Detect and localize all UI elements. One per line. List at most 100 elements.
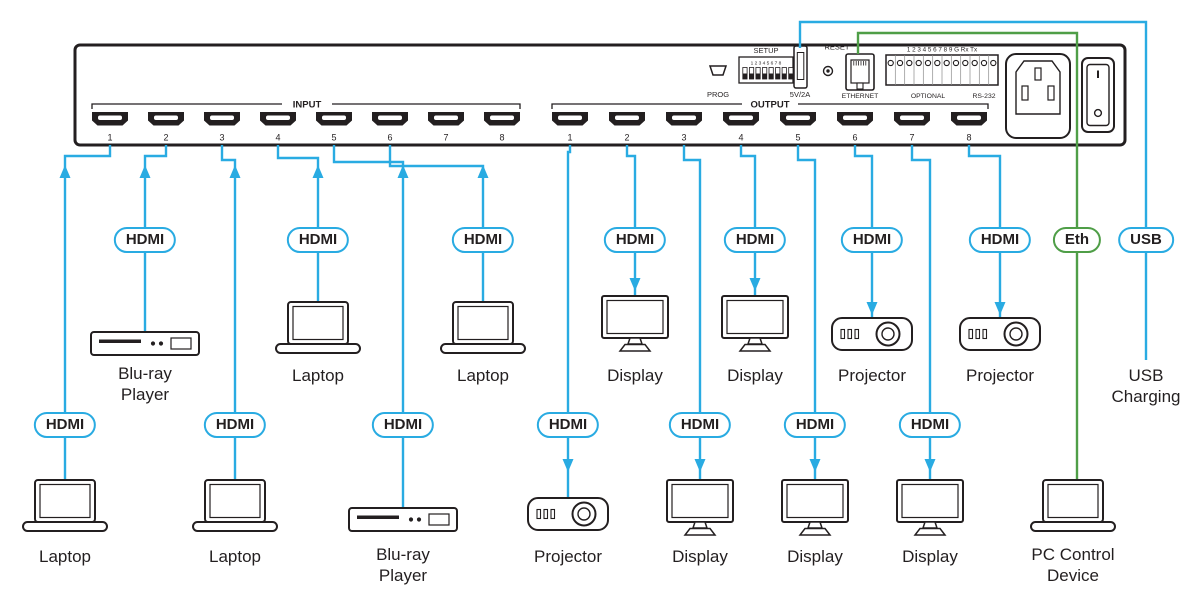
device-label: Projector (837, 366, 907, 385)
devices (22, 295, 1116, 536)
front-panel: INPUT OUTPUT 1 2 3 4 5 6 7 8 1 2 3 4 5 6… (73, 43, 1127, 147)
svg-text:3: 3 (219, 133, 224, 143)
output-port-4: 4 (723, 112, 759, 143)
hdmi-badge: HDMI (371, 412, 435, 438)
arrow-down-icon (749, 278, 761, 291)
svg-text:2: 2 (624, 133, 629, 143)
hdmi-badge: HDMI (668, 412, 732, 438)
setup-numbers: 1 2 3 4 5 6 7 8 (751, 61, 782, 67)
cable-output-5 (796, 145, 817, 484)
output-port-7: 7 (894, 112, 930, 143)
display-icon (601, 295, 669, 352)
cable-input-3 (220, 145, 237, 484)
laptop-icon (440, 301, 526, 354)
output-port-6: 6 (837, 112, 873, 143)
output-port-1: 1 (552, 112, 588, 143)
device-label: Display (902, 547, 958, 566)
prog-label: PROG (707, 90, 729, 99)
hdmi-badge: HDMI (898, 412, 962, 438)
display-icon (666, 479, 734, 536)
usb-power-label: 5V/2A (790, 90, 810, 99)
device-label: Blu-ray Player (376, 545, 430, 585)
hdmi-badge: HDMI (113, 227, 177, 253)
cable-ethernet (856, 31, 1079, 484)
arrow-up-icon (312, 165, 324, 178)
hdmi-badge: HDMI (536, 412, 600, 438)
hdmi-output-ports: 1 2 3 4 5 6 7 8 (552, 112, 987, 143)
device-label: Projector (965, 366, 1035, 385)
svg-text:4: 4 (275, 133, 280, 143)
laptop-icon (192, 479, 278, 532)
input-port-3: 3 (204, 112, 240, 143)
device-label: Projector (533, 547, 603, 566)
svg-text:6: 6 (387, 133, 392, 143)
arrow-down-icon (809, 459, 821, 472)
input-port-6: 6 (372, 112, 408, 143)
setup-label: SETUP (753, 46, 778, 55)
device-label: PC Control Device (1031, 545, 1115, 585)
output-port-8: 8 (951, 112, 987, 143)
input-port-4: 4 (260, 112, 296, 143)
hdmi-input-ports: 1 2 3 4 5 6 7 8 (92, 112, 520, 143)
arrow-down-icon (694, 459, 706, 472)
pc-icon (1030, 479, 1116, 532)
svg-text:7: 7 (443, 133, 448, 143)
arrow-down-icon (866, 302, 878, 315)
arrow-up-icon (477, 165, 489, 178)
device-label: Display (672, 547, 728, 566)
cable-output-1 (566, 145, 572, 502)
input-port-1: 1 (92, 112, 128, 143)
input-group-bracket (91, 103, 521, 109)
arrow-up-icon (59, 165, 71, 178)
device-label: Display (787, 547, 843, 566)
reset-label: RESET (824, 43, 849, 52)
svg-text:8: 8 (499, 133, 504, 143)
cable-output-7 (910, 145, 932, 484)
svg-text:7: 7 (909, 133, 914, 143)
svg-text:4: 4 (738, 133, 743, 143)
cable-output-2 (625, 145, 637, 300)
input-group-label: INPUT (293, 100, 322, 111)
reset-button: RESET (822, 43, 850, 77)
device-label: Laptop (209, 547, 261, 566)
cable-usb-charging (798, 20, 1148, 360)
terminal-block: 1 2 3 4 5 6 7 8 9 G Rx Tx OPTIONAL RS-23… (885, 47, 999, 100)
display-icon (896, 479, 964, 536)
arrow-down-icon (924, 459, 936, 472)
optional-label: OPTIONAL (911, 93, 946, 100)
svg-text:8: 8 (966, 133, 971, 143)
terminal-numbers: 1 2 3 4 5 6 7 8 9 G Rx Tx (907, 47, 978, 54)
hdmi-badge: HDMI (840, 227, 904, 253)
device-label: Laptop (292, 366, 344, 385)
device-label: Blu-ray Player (118, 364, 172, 404)
arrow-down-icon (994, 302, 1006, 315)
output-port-2: 2 (609, 112, 645, 143)
output-port-3: 3 (666, 112, 702, 143)
eth-badge: Eth (1052, 227, 1102, 253)
input-port-8: 8 (484, 112, 520, 143)
cable-input-4 (276, 145, 320, 306)
laptop-icon (275, 301, 361, 354)
hdmi-badge: HDMI (33, 412, 97, 438)
device-label: Display (607, 366, 663, 385)
device-label: Laptop (39, 547, 91, 566)
input-port-7: 7 (428, 112, 464, 143)
display-icon (781, 479, 849, 536)
output-group-bracket (551, 103, 989, 109)
prog-port: PROG (707, 65, 729, 99)
usb-badge: USB (1118, 227, 1174, 253)
svg-text:3: 3 (681, 133, 686, 143)
arrow-down-icon (562, 459, 574, 472)
cable-output-4 (739, 145, 757, 300)
cable-output-3 (682, 145, 702, 484)
rs232-label: RS-232 (972, 93, 995, 100)
svg-text:5: 5 (795, 133, 800, 143)
bluray-icon (348, 507, 458, 532)
power-switch (1081, 57, 1115, 133)
laptop-icon (22, 479, 108, 532)
hdmi-badge: HDMI (451, 227, 515, 253)
hdmi-badge: HDMI (286, 227, 350, 253)
flow-arrows (59, 165, 1006, 472)
